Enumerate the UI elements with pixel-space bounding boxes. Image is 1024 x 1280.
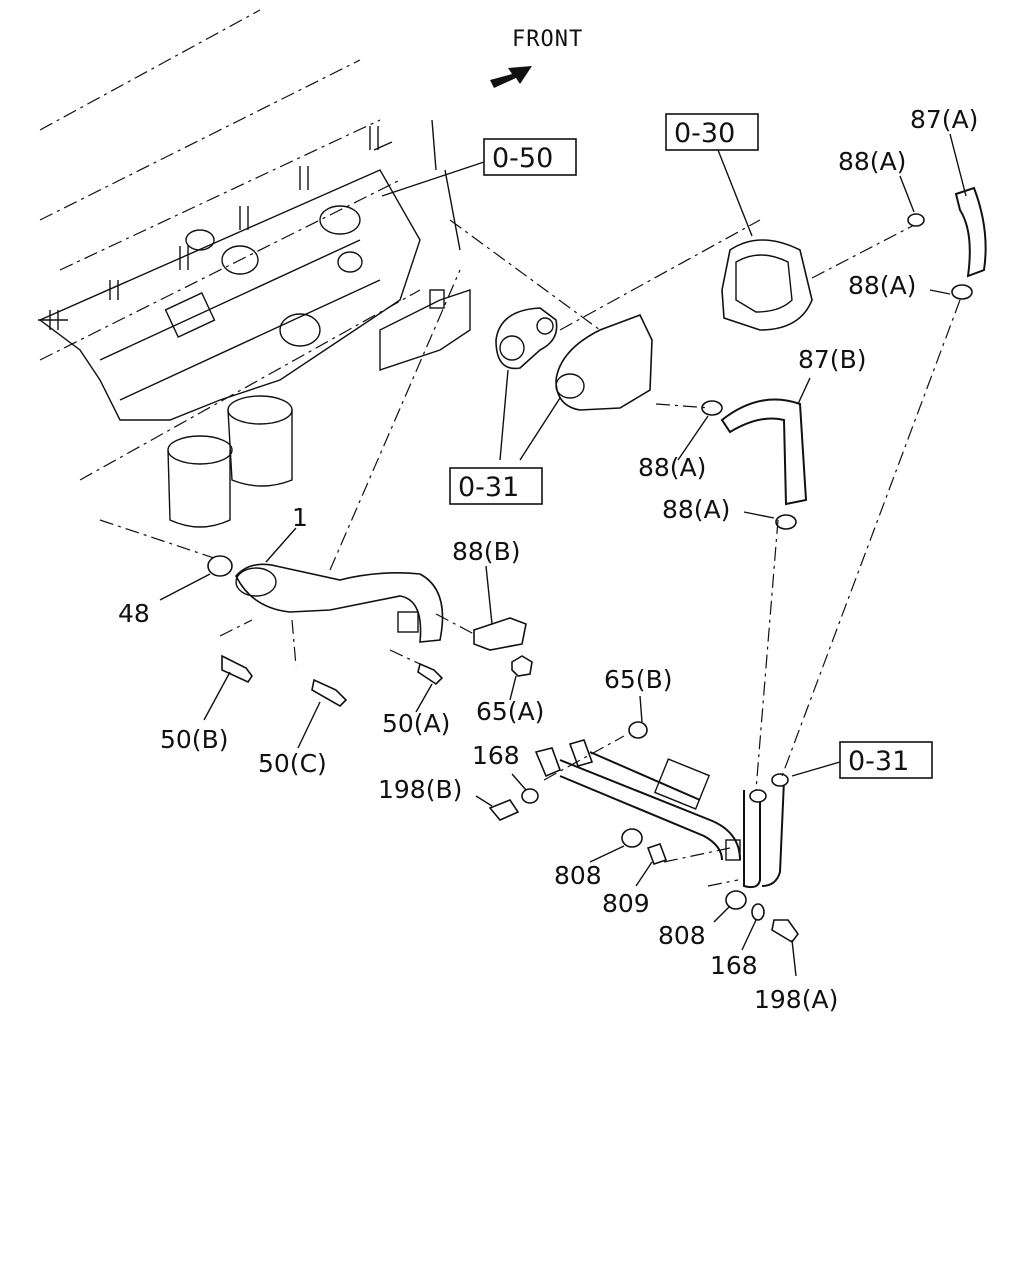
manifold-studs xyxy=(38,126,393,330)
engine-block xyxy=(38,9,471,561)
label-65a: 65(A) xyxy=(476,697,544,726)
label-88a-4: 88(A) xyxy=(662,495,730,524)
cover-part xyxy=(721,221,921,331)
front-label: FRONT xyxy=(512,27,583,52)
label-168-1: 168 xyxy=(472,741,520,770)
ref-box-0-30[interactable]: 0-30 xyxy=(665,113,759,151)
label-88a-1: 88(A) xyxy=(838,147,906,176)
label-809: 809 xyxy=(602,889,650,918)
hose-87b xyxy=(720,398,808,506)
oil-filters xyxy=(167,395,293,528)
label-87a: 87(A) xyxy=(910,105,978,134)
label-50b: 50(B) xyxy=(160,725,228,754)
label-198a: 198(A) xyxy=(754,985,838,1014)
label-48: 48 xyxy=(118,599,150,628)
ref-box-0-31-top[interactable]: 0-31 xyxy=(449,467,543,505)
label-87b: 87(B) xyxy=(798,345,866,374)
label-50a: 50(A) xyxy=(382,709,450,738)
label-808-1: 808 xyxy=(554,861,602,890)
label-50c: 50(C) xyxy=(258,749,327,778)
label-168-2: 168 xyxy=(710,951,758,980)
fittings xyxy=(488,721,799,944)
ref-box-0-31-bottom[interactable]: 0-31 xyxy=(839,741,933,779)
label-88b: 88(B) xyxy=(452,537,520,566)
label-88a-2: 88(A) xyxy=(848,271,916,300)
hose-87a xyxy=(954,186,987,278)
label-1: 1 xyxy=(292,503,308,532)
label-88a-3: 88(A) xyxy=(638,453,706,482)
svg-text:0-30: 0-30 xyxy=(674,118,735,149)
leader-lines xyxy=(159,133,967,977)
front-arrow-icon xyxy=(490,66,532,88)
svg-text:0-31: 0-31 xyxy=(458,472,519,503)
label-198b: 198(B) xyxy=(378,775,462,804)
lower-tube-assembly xyxy=(559,751,789,889)
bolts-50 xyxy=(221,654,444,707)
bracket-88b xyxy=(473,617,527,651)
svg-text:0-50: 0-50 xyxy=(492,143,553,174)
svg-text:0-31: 0-31 xyxy=(848,746,909,777)
hose-clamps xyxy=(701,213,973,530)
ref-box-0-50[interactable]: 0-50 xyxy=(483,138,577,176)
thermostat-housing xyxy=(449,219,761,411)
water-pipe-1 xyxy=(207,555,444,643)
nut-65a xyxy=(511,655,533,677)
label-808-2: 808 xyxy=(658,921,706,950)
label-65b: 65(B) xyxy=(604,665,672,694)
